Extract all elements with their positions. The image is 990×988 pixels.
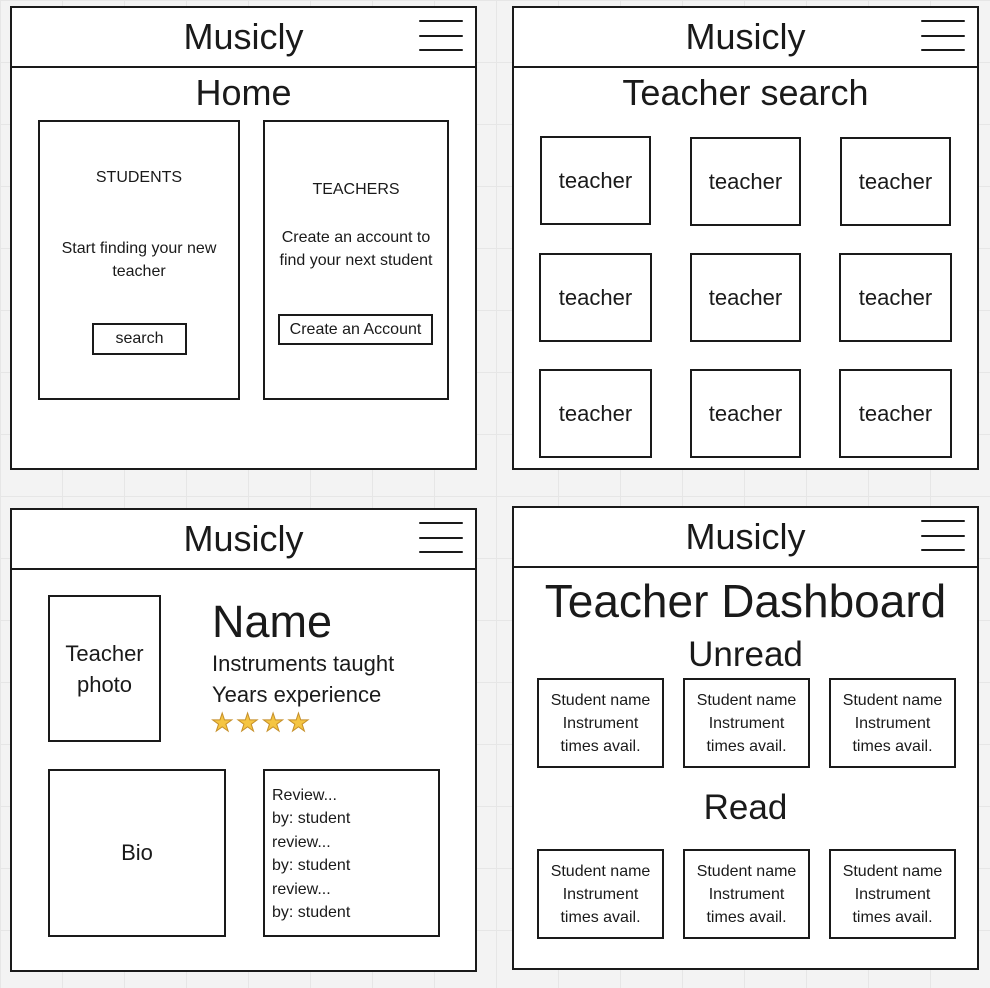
student-name: Student name [696,691,797,709]
reviews-list: Review... by: student review... by: stud… [272,784,350,924]
teachers-heading: TEACHERS [312,181,400,198]
teacher-card[interactable]: teacher [690,369,801,458]
app-title: Musicly [183,518,304,559]
home-wireframe: Musicly Home STUDENTS Start finding your… [10,6,477,470]
student-name: Student name [550,862,651,880]
teacher-card[interactable]: teacher [839,253,952,342]
student-times: times avail. [706,908,787,926]
read-heading: Read [703,788,788,827]
student-instrument: Instrument [562,885,639,903]
review-author: by: student [272,904,351,922]
unread-heading: Unread [688,635,803,674]
teacher-card[interactable]: teacher [540,136,651,225]
app-header: Musicly [12,8,475,68]
teacher-photo: Teacher photo [48,595,161,742]
teacher-name: Name [212,596,333,647]
app-header: Musicly [514,508,977,568]
student-times: times avail. [852,908,933,926]
years-experience: Years experience [212,682,382,707]
star-icon: ★ [287,709,310,738]
teacher-card[interactable]: teacher [839,369,952,458]
star-icon: ★ [261,709,285,738]
app-header: Musicly [12,510,475,570]
student-name: Student name [842,691,943,709]
hamburger-menu-icon[interactable] [921,520,965,552]
review-author: by: student [272,857,351,875]
page-title: Teacher Dashboard [544,575,947,627]
review-text: Review... [272,787,337,804]
hamburger-menu-icon[interactable] [921,20,965,52]
app-title: Musicly [685,516,806,557]
star-icon: ★ [210,709,234,738]
student-instrument: Instrument [708,885,785,903]
page-title: Teacher search [622,72,869,113]
student-instrument: Instrument [708,714,785,732]
teacher-search-wireframe: Musicly Teacher search teacher teacher t… [512,6,979,470]
students-heading: STUDENTS [95,169,183,186]
hamburger-menu-icon[interactable] [419,20,463,52]
student-times: times avail. [560,737,641,755]
review-author: by: student [272,810,351,828]
page-title: Home [195,72,292,113]
teacher-card[interactable]: teacher [539,253,652,342]
rating-stars: ★★★★ [210,708,313,738]
review-text: review... [272,880,331,898]
create-account-button[interactable]: Create an Account [278,314,433,345]
student-name: Student name [842,862,943,880]
review-text: review... [272,833,331,851]
search-button[interactable]: search [92,323,187,355]
student-instrument: Instrument [562,714,639,732]
teacher-card[interactable]: teacher [539,369,652,458]
teacher-card[interactable]: teacher [690,253,801,342]
reviews-box: Review... by: student review... by: stud… [263,769,440,937]
student-instrument: Instrument [854,714,931,732]
star-icon: ★ [236,709,259,738]
students-text: Start finding your new teacher [61,240,217,280]
bio-box: Bio [48,769,226,937]
teachers-text: Create an account to find your next stud… [279,229,433,269]
hamburger-menu-icon[interactable] [419,522,463,554]
student-times: times avail. [560,908,641,926]
student-times: times avail. [852,737,933,755]
teacher-dashboard-wireframe: Musicly Teacher Dashboard Unread Student… [512,506,979,970]
student-name: Student name [696,862,797,880]
teacher-profile-wireframe: Musicly Teacher photo Name Instruments t… [10,508,477,972]
student-name: Student name [550,691,651,709]
instruments-taught: Instruments taught [212,651,395,676]
student-times: times avail. [706,737,787,755]
teachers-panel [263,120,449,400]
app-header: Musicly [514,8,977,68]
teacher-card[interactable]: teacher [840,137,951,226]
teacher-card[interactable]: teacher [690,137,801,226]
app-title: Musicly [183,16,304,57]
student-instrument: Instrument [854,885,931,903]
app-title: Musicly [685,16,806,57]
